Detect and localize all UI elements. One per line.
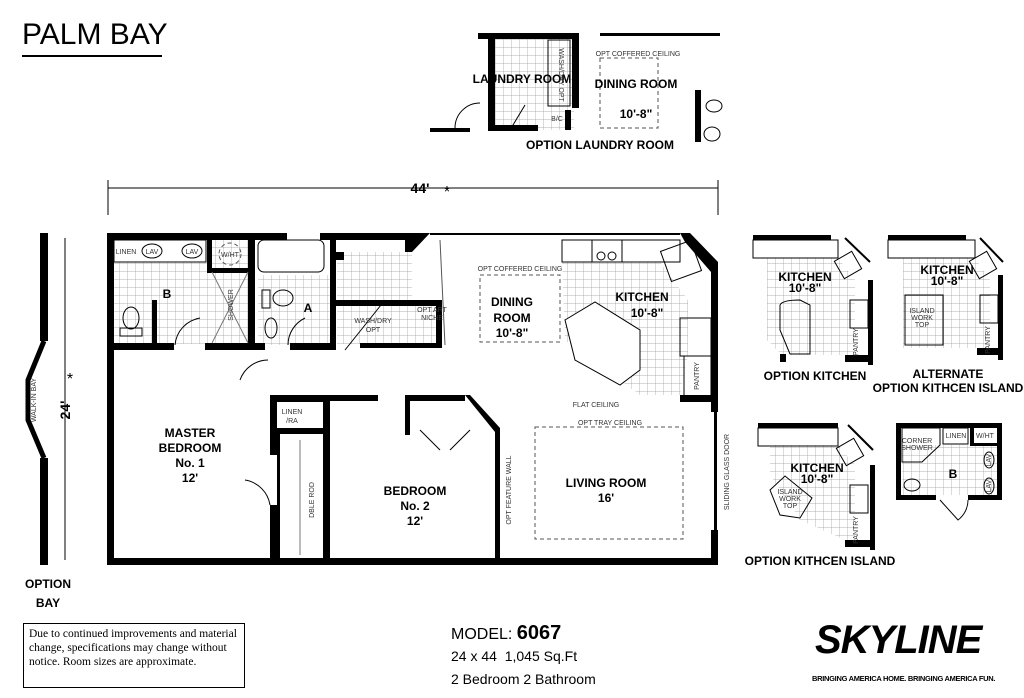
model-size: 24 x 44 1,045 Sq.Ft — [451, 648, 578, 664]
island-label: ISLAND — [777, 489, 802, 496]
alt-kitchen-size: 10'-8" — [931, 274, 964, 288]
double-rod-label: DBLE ROD — [309, 482, 316, 518]
alt-island-label: ISLAND — [909, 308, 934, 315]
bath-b-label: B — [163, 287, 172, 301]
shower-label: SHOWER — [228, 289, 235, 321]
linen-label: LINEN — [116, 249, 137, 256]
width-dimension: 44' — [411, 180, 430, 196]
walk-in-bay-label: WALK-IN BAY — [31, 377, 38, 422]
brand-tagline: BRINGING AMERICA HOME. BRINGING AMERICA … — [812, 674, 996, 683]
option-kitchen-island: KITCHEN 10'-8" ISLAND WORK TOP PANTRY OP… — [745, 423, 896, 568]
option-bay-label: OPTION — [25, 577, 71, 591]
linen-ra-label-2: /RA — [286, 418, 298, 425]
bedroom-2-label: BEDROOM — [384, 484, 447, 498]
linen-ra-label: LINEN — [282, 409, 303, 416]
model-label: MODEL: — [451, 626, 513, 643]
master-bedroom-size: 12' — [182, 471, 198, 485]
alternate-kitchen-island: KITCHEN 10'-8" ISLAND WORK TOP PANTRY AL… — [873, 235, 1024, 395]
art-niche-label-2: NICHE — [421, 315, 443, 322]
coffered-label: OPT COFFERED CEILING — [596, 51, 681, 58]
plan-title: PALM BAY — [22, 18, 168, 51]
pantry-label: PANTRY — [694, 362, 701, 390]
main-plan — [107, 233, 718, 565]
option-kitchen-caption: OPTION KITCHEN — [764, 369, 867, 383]
alt-work-label: WORK — [911, 315, 933, 322]
wash-dry-label: WASH/DRY — [354, 318, 392, 325]
master-bedroom-number: No. 1 — [175, 456, 205, 470]
model-number: 6067 — [516, 622, 562, 644]
model-line: MODEL: 6067 — [451, 622, 561, 645]
alternate-caption-2: OPTION KITHCEN ISLAND — [873, 381, 1024, 395]
model-rooms: 2 Bedroom 2 Bathroom — [451, 671, 596, 687]
option-lav-label: LAV — [986, 453, 993, 466]
depth-dimension: 24' — [57, 401, 73, 420]
flat-ceiling-label: FLAT CEILING — [573, 402, 619, 409]
wash-dry-opt-label: OPT — [366, 327, 381, 334]
bedroom-2-size: 12' — [407, 514, 423, 528]
laundry-label: LAUNDRY ROOM — [473, 72, 572, 86]
dining-label: DINING ROOM — [595, 77, 678, 91]
option-laundry-caption: OPTION LAUNDRY ROOM — [526, 138, 674, 152]
island-pantry-label: PANTRY — [853, 516, 860, 544]
option-bath-b-label: B — [949, 467, 958, 481]
dining-size: 10'-8" — [620, 107, 653, 121]
living-room-size: 16' — [598, 491, 614, 505]
kitchen-island-caption: OPTION KITHCEN ISLAND — [745, 554, 896, 568]
option-linen-label: LINEN — [946, 433, 967, 440]
option-kitchen-pantry: PANTRY — [853, 328, 860, 356]
walk-in-bay: WALK-IN BAY OPTION BAY — [25, 233, 71, 610]
option-lav-label-2: LAV — [986, 479, 993, 492]
depth-marker: * — [67, 371, 73, 388]
dimension-lines: 44' * 24' * — [57, 180, 719, 560]
option-wht-label: W/HT — [976, 433, 995, 440]
disclaimer-box: Due to continued improvements and materi… — [23, 623, 245, 688]
corner-shower-label-2: SHOWER — [901, 445, 933, 452]
coffered-ceiling-label: OPT COFFERED CEILING — [478, 266, 563, 273]
tray-ceiling-label: OPT TRAY CEILING — [578, 420, 642, 427]
bath-a-label: A — [304, 301, 313, 315]
lav-label: LAV — [146, 249, 159, 256]
bedroom-2-number: No. 2 — [400, 499, 430, 513]
option-kitchen-label: KITCHEN — [778, 270, 831, 284]
corner-shower-label: CORNER — [902, 438, 932, 445]
option-kitchen: KITCHEN 10'-8" PANTRY OPTION KITCHEN — [752, 235, 873, 383]
option-bath: CORNER SHOWER LINEN W/HT LAV LAV B — [896, 423, 1002, 521]
water-heater-label: W/HT — [221, 252, 240, 259]
island-top-label: TOP — [783, 503, 798, 510]
art-niche-label: OPT ART — [417, 307, 447, 314]
master-bedroom-label-2: BEDROOM — [159, 441, 222, 455]
option-kitchen-size: 10'-8" — [789, 281, 822, 295]
dimension-marker: * — [444, 184, 450, 201]
island-kitchen-label: KITCHEN — [790, 461, 843, 475]
bc-label: B/C — [551, 116, 563, 123]
dining-size: 10'-8" — [496, 326, 529, 340]
dining-label: DINING — [491, 295, 533, 309]
kitchen-label: KITCHEN — [615, 290, 668, 304]
lav-label-2: LAV — [186, 249, 199, 256]
wash-dry-opt-label: WASH/DRY OPT — [557, 48, 564, 102]
title-underline — [22, 55, 162, 57]
room-labels: LINEN LAV LAV W/HT SHOWER B A WASH/DRY O… — [116, 249, 731, 528]
alt-top-label: TOP — [915, 322, 930, 329]
option-laundry-room: LAUNDRY ROOM WASH/DRY OPT B/C OPT COFFER… — [430, 33, 723, 152]
island-work-label: WORK — [779, 496, 801, 503]
skyline-logo: SKYLINE — [815, 618, 982, 662]
sliding-door-label: SLIDING GLASS DOOR — [724, 434, 731, 510]
alt-pantry-label: PANTRY — [985, 326, 992, 354]
alt-kitchen-label: KITCHEN — [920, 263, 973, 277]
living-room-label: LIVING ROOM — [566, 476, 647, 490]
feature-wall-label: OPT FEATURE WALL — [506, 455, 513, 524]
island-kitchen-size: 10'-8" — [801, 472, 834, 486]
alternate-caption: ALTERNATE — [913, 367, 984, 381]
dining-label-2: ROOM — [493, 311, 530, 325]
kitchen-size: 10'-8" — [631, 306, 664, 320]
option-bay-label-2: BAY — [36, 596, 60, 610]
master-bedroom-label: MASTER — [165, 426, 216, 440]
